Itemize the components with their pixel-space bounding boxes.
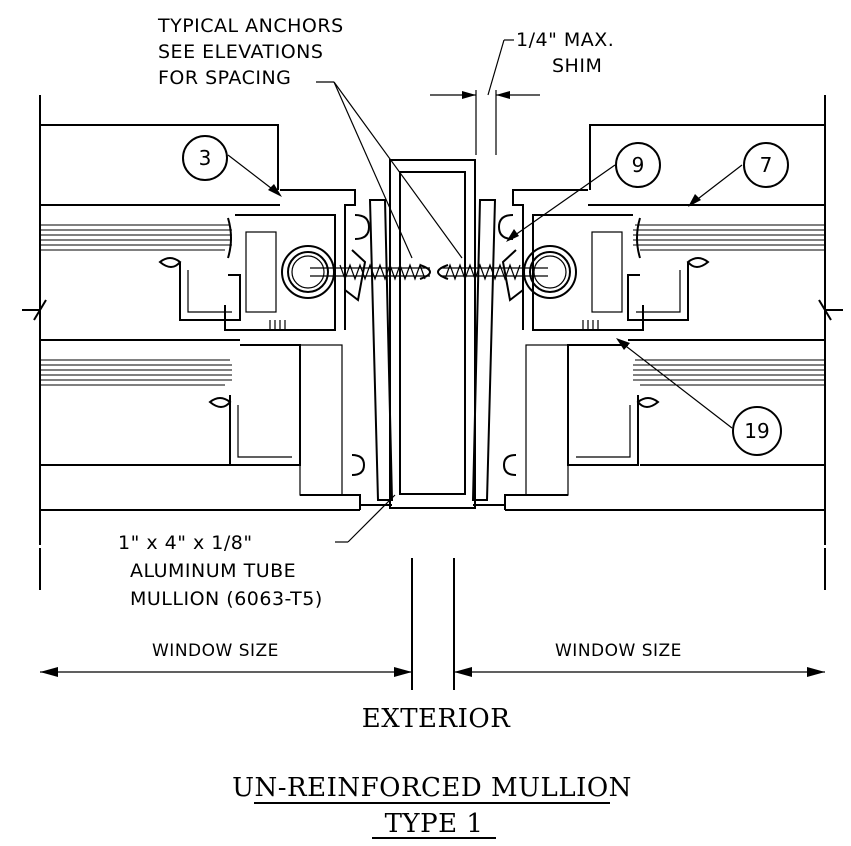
detail-tag-19: 19 — [732, 406, 782, 456]
glazing-left — [40, 224, 232, 386]
detail-tag-9: 9 — [615, 142, 661, 188]
anchor-note-line-3: FOR SPACING — [158, 67, 291, 89]
tube-note-line-1: 1" x 4" x 1/8" — [118, 532, 253, 554]
detail-tag-3: 3 — [182, 135, 228, 181]
wall-outline — [22, 95, 843, 545]
aluminum-tube-mullion — [360, 159, 505, 509]
svg-text:3: 3 — [199, 146, 212, 170]
window-size-right-label: WINDOW SIZE — [555, 641, 682, 661]
window-size-dimensions — [39, 548, 826, 690]
anchor-screws — [310, 249, 548, 302]
frame-right — [497, 189, 710, 510]
shim-note-line-1: 1/4" MAX. — [516, 29, 614, 51]
anchor-note-line-1: TYPICAL ANCHORS — [157, 15, 344, 37]
exterior-label: EXTERIOR — [362, 704, 511, 734]
drawing-title: UN-REINFORCED MULLION — [232, 773, 632, 803]
shim-note-line-2: SHIM — [552, 55, 602, 77]
frame-left — [158, 189, 371, 510]
window-size-left-label: WINDOW SIZE — [152, 641, 279, 661]
anchor-note-line-2: SEE ELEVATIONS — [158, 41, 323, 63]
svg-text:19: 19 — [744, 419, 769, 443]
detail-tag-7: 7 — [743, 142, 789, 188]
svg-text:7: 7 — [760, 153, 773, 177]
tube-note-line-2: ALUMINUM TUBE — [130, 560, 296, 582]
tube-note-line-3: MULLION (6063-T5) — [130, 588, 323, 610]
glazing-right — [633, 224, 825, 386]
svg-text:9: 9 — [632, 153, 645, 177]
leader-lines — [227, 39, 743, 543]
drawing-subtitle: TYPE 1 — [385, 809, 484, 839]
